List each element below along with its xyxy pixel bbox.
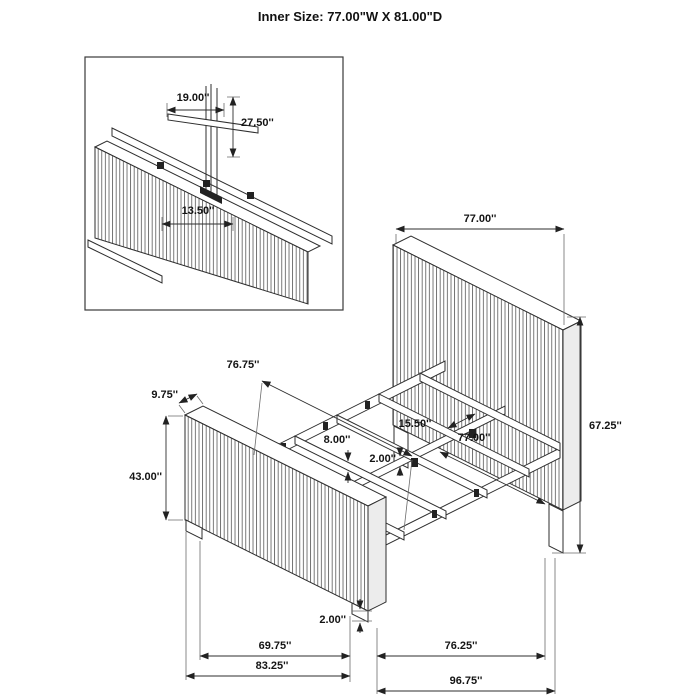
dim-overall-depth: 96.75''	[376, 558, 556, 695]
inset-top-rail	[111, 127, 333, 245]
inset-dim-bracket-spacing: 13.50''	[161, 205, 234, 231]
dimensions: 77.00'' 67.25'' 76.75'' 9.75'' 43.00	[129, 213, 622, 695]
inset-bolt	[247, 192, 254, 199]
headboard-leg	[548, 503, 564, 554]
dim-headboard-height: 67.25''	[552, 316, 622, 554]
page-title: Inner Size: 77.00"W X 81.00"D	[257, 9, 443, 24]
inset-bolt	[203, 180, 210, 187]
dim-overall-depth-label: 96.75''	[450, 675, 483, 687]
dim-leg-height-label: 2.00''	[319, 614, 346, 626]
footboard	[183, 405, 388, 623]
dim-slat-thickness: 2.00''	[369, 447, 404, 476]
slat-clip	[432, 510, 437, 518]
inset-detail: 19.00'' 27.50'' 13.50''	[84, 56, 344, 311]
slat-clip	[323, 422, 328, 430]
slat-clip	[474, 489, 479, 497]
footboard-side-face	[367, 496, 387, 612]
dim-inner-depth: 76.25''	[376, 558, 546, 694]
dim-inner-depth-label: 76.25''	[445, 640, 478, 652]
inset-dim-width-label: 19.00''	[177, 92, 210, 104]
inset-bottom-rail	[87, 239, 163, 284]
inset-bolt	[157, 162, 164, 169]
support-foot	[469, 429, 476, 438]
footboard-leg	[185, 519, 203, 540]
inset-dim-bracket-height: 27.50''	[227, 96, 274, 158]
dim-side-rail-width: 9.75''	[151, 389, 204, 414]
dim-footboard-outer-width-label: 83.25''	[256, 660, 289, 672]
headboard-side-face	[562, 320, 582, 511]
inset-bracket-post	[205, 84, 218, 198]
inset-detail-box	[84, 56, 344, 311]
dim-footboard-inner-width: 69.75''	[199, 541, 351, 682]
dim-slat-length-label: 76.75''	[227, 359, 260, 371]
dim-slat-width-label: 8.00''	[324, 434, 351, 446]
inset-dim-spacing-label: 13.50''	[182, 205, 215, 217]
dim-side-rail-width-label: 9.75''	[151, 389, 178, 401]
bed-slat	[419, 372, 561, 452]
dim-footboard-height-label: 43.00''	[129, 471, 162, 483]
bed-drawing	[183, 235, 583, 623]
dim-slat-length: 76.75''	[227, 359, 413, 531]
dim-headboard-width-label: 77.00''	[464, 213, 497, 225]
dim-footboard-outer-width: 83.25''	[185, 532, 351, 680]
dim-slat-spacing: 15.50''	[399, 413, 476, 430]
dim-footboard-height: 43.00''	[129, 415, 183, 521]
dim-leg-height: 2.00''	[319, 599, 372, 633]
dim-inner-width-label: 77.00''	[458, 432, 491, 444]
dim-headboard-height-label: 67.25''	[589, 420, 622, 432]
dim-inner-width: 77.00''	[439, 432, 546, 505]
inset-bracket-base-plate	[200, 186, 222, 204]
support-foot	[411, 458, 418, 467]
dim-slat-spacing-label: 15.50''	[399, 418, 432, 430]
dim-headboard-width: 77.00''	[395, 213, 565, 325]
dim-footboard-inner-width-label: 69.75''	[259, 640, 292, 652]
inset-dim-bracket-width: 19.00''	[166, 92, 225, 117]
inset-dim-height-label: 27.50''	[241, 117, 274, 129]
dim-slat-thickness-label: 2.00''	[369, 453, 396, 465]
dim-slat-width: 8.00''	[324, 434, 352, 483]
slat-clip	[365, 401, 370, 409]
